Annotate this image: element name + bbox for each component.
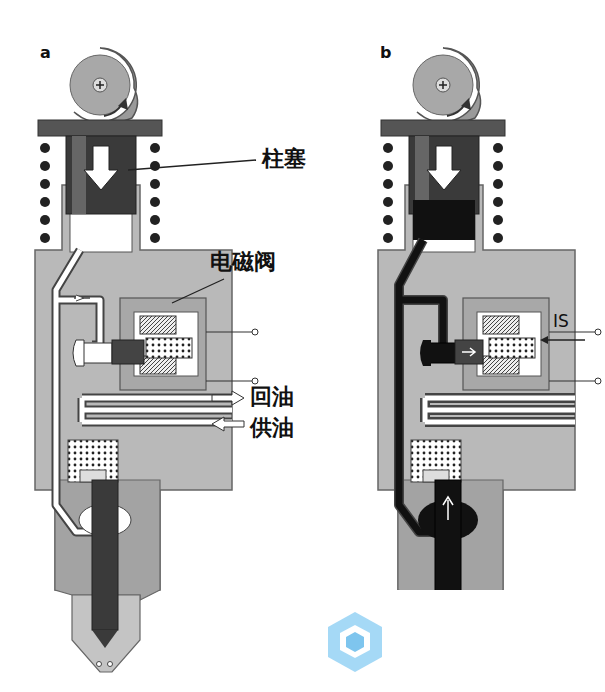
part-name: 电磁阀: [210, 250, 276, 274]
part-name: 柱塞: [262, 147, 306, 171]
panel-letter: a: [40, 44, 51, 62]
signal-name: IS: [553, 312, 569, 331]
flow-label: 供油: [250, 416, 294, 440]
flow-label: 回油: [250, 385, 294, 409]
panel-letter: b: [380, 44, 391, 62]
